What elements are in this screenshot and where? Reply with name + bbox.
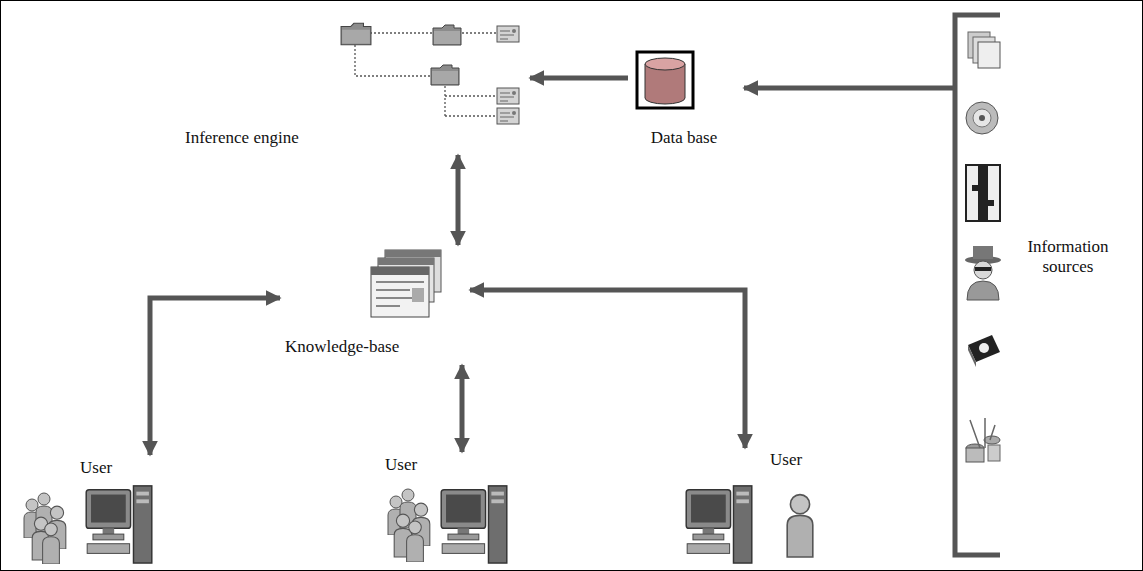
connector-arrow — [460, 365, 465, 452]
user-station: User — [15, 455, 160, 567]
node-label: Knowledge-base — [285, 337, 399, 357]
user-group-1 — [24, 486, 152, 564]
node-label: User — [770, 450, 802, 470]
node-label: Data base — [628, 128, 740, 148]
database: Data base — [628, 48, 744, 156]
inference-engine: Inference engine — [180, 15, 530, 155]
connector-arrow — [150, 298, 280, 455]
source-icons — [965, 32, 1001, 462]
connector-arrow — [530, 76, 628, 81]
user-station: User — [380, 452, 510, 567]
connector-arrow — [456, 155, 461, 245]
node-label: Information sources — [1003, 237, 1133, 278]
connector-arrow — [744, 86, 955, 91]
user-group-2 — [388, 486, 507, 563]
user-group-3 — [686, 486, 813, 563]
node-label: Inference engine — [185, 128, 299, 148]
node-label: User — [385, 455, 417, 475]
node-label: User — [80, 458, 112, 478]
information-sources: Information sources — [955, 12, 1138, 558]
knowledge-base: Knowledge-base — [280, 245, 470, 365]
database-icon — [637, 52, 693, 108]
sources-bracket — [955, 15, 1000, 555]
knowledge-base-icon — [371, 250, 441, 317]
connector-arrow — [470, 290, 745, 448]
tree-icon — [341, 23, 519, 124]
user-station: User — [675, 448, 830, 566]
